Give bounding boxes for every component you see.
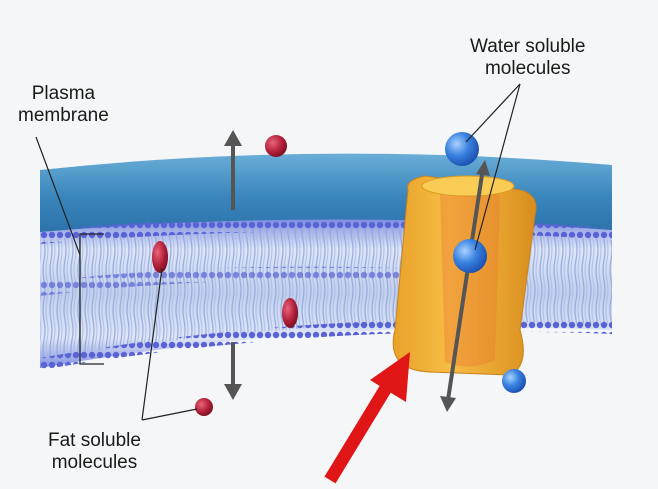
water-soluble-label: Water soluble molecules [470,36,586,79]
leader-water-2 [474,83,521,251]
red-arrow [324,352,410,484]
leader-fat-2 [141,408,198,421]
channel-arrow-bottom-head [440,396,456,412]
fat-soluble-label: Fat soluble molecules [48,430,141,473]
water-molecule-bottom [502,369,526,393]
leader-plasma [35,136,81,256]
channel-arrow-top-head [476,160,490,176]
plasma-membrane-label: Plasma membrane [18,83,109,126]
channel-gray-arrow [446,167,485,401]
gray-arrow-up-head [224,130,242,146]
leader-water-1 [465,83,521,143]
water-molecule-channel [453,239,487,273]
fat-molecule-lower [282,298,298,328]
fat-molecule-upper [152,241,168,273]
middle-head-row [40,266,400,296]
leader-fat-1 [141,267,163,421]
gray-arrow-down-head [224,384,242,400]
channel-protein [392,175,537,376]
membrane-bracket [79,233,104,365]
fat-molecule-top [265,135,287,157]
fat-molecule-bottom [195,398,213,416]
water-molecule-top [445,132,479,166]
